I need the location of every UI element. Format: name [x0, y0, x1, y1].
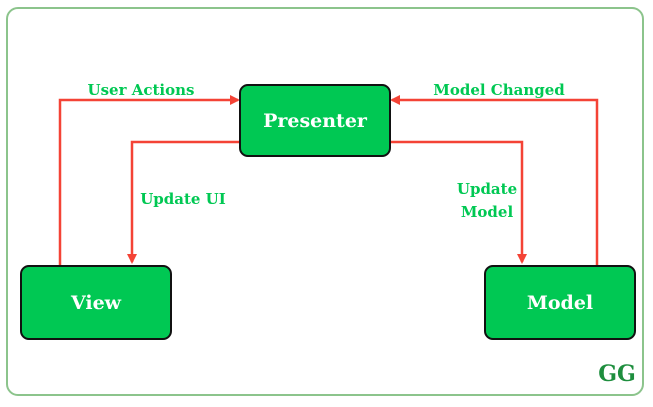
- label-update-model-line1: Update: [457, 180, 517, 198]
- edge-update-model: [390, 140, 527, 264]
- gfg-logo: GG: [598, 361, 636, 387]
- edge-user-actions: [58, 95, 240, 265]
- label-user-actions: User Actions: [88, 81, 195, 99]
- label-update-ui: Update UI: [140, 190, 226, 208]
- node-presenter-label: Presenter: [263, 110, 368, 132]
- edge-model-changed: [390, 95, 599, 265]
- node-view-label: View: [70, 292, 122, 314]
- node-model-label: Model: [527, 292, 593, 314]
- edge-update-ui: [127, 140, 240, 264]
- label-update-model-line2: Model: [461, 203, 514, 221]
- node-model: Model: [484, 265, 636, 340]
- node-view: View: [20, 265, 172, 340]
- node-presenter: Presenter: [239, 84, 391, 157]
- label-model-changed: Model Changed: [433, 81, 565, 99]
